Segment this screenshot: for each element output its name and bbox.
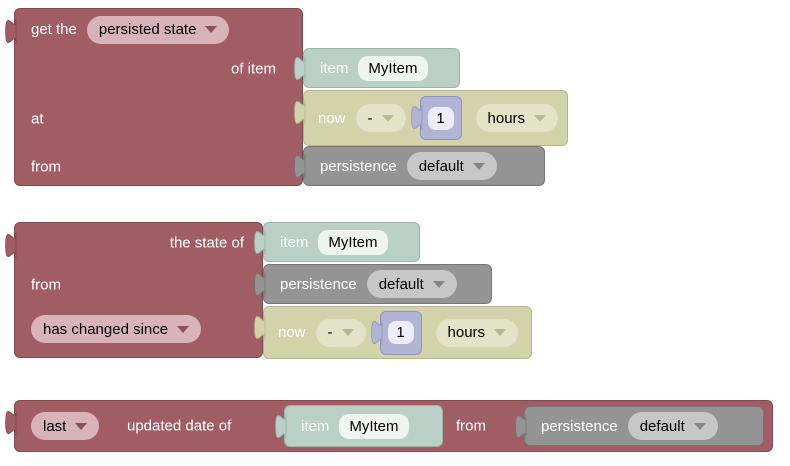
puzzle-tab-icon [294,99,306,126]
chevron-down-icon [177,325,190,333]
persisted-state-dropdown[interactable]: persisted state [86,15,230,44]
chevron-down-icon [75,422,88,430]
get-persisted-state-block[interactable]: get the persisted state of item at from [5,8,303,186]
from-label: from [456,417,486,435]
chevron-down-icon [381,114,394,122]
get-the-label: get the [31,21,77,38]
item-block[interactable]: item MyItem [294,48,460,88]
item-name-field[interactable]: MyItem [358,55,428,81]
persistence-service-dropdown[interactable]: default [366,270,457,298]
item-label: item [301,417,330,435]
output-tab-icon [5,232,17,259]
item-label: item [320,59,349,77]
persistence-service-dropdown[interactable]: default [627,412,718,440]
chevron-down-icon [534,114,547,122]
persistence-block[interactable]: persistence default [294,146,545,186]
puzzle-tab-icon [275,413,287,440]
state-has-changed-block[interactable]: the state of from has changed since [5,222,263,358]
chevron-down-icon [432,280,445,288]
puzzle-tab-icon [254,314,266,341]
item-block[interactable]: item MyItem [275,405,443,447]
item-name-field[interactable]: MyItem [339,413,409,439]
item-label: item [280,233,309,251]
persistence-label: persistence [320,157,397,175]
first-last-dropdown[interactable]: last [31,412,100,440]
output-tab-icon [5,409,17,436]
condition-dropdown[interactable]: has changed since [31,315,202,343]
puzzle-tab-icon [254,229,266,256]
puzzle-tab-icon [515,413,527,440]
updated-date-of-label: updated date of [127,417,232,435]
last-updated-date-block[interactable]: last updated date of item MyItem from pe… [5,400,773,452]
operator-dropdown[interactable]: - [355,104,406,132]
persistence-block[interactable]: persistence default [515,406,764,446]
number-field[interactable]: 1 [387,321,414,344]
persistence-label: persistence [541,417,618,435]
puzzle-tab-icon [294,55,306,82]
puzzle-tab-icon [410,104,422,131]
chevron-down-icon [472,162,485,170]
of-item-label: of item [230,60,276,78]
from-label: from [31,276,61,294]
datetime-block[interactable]: now - 1 hours [254,306,532,359]
unit-dropdown[interactable]: hours [435,318,519,347]
item-name-field[interactable]: MyItem [318,229,388,255]
item-block[interactable]: item MyItem [254,222,420,262]
chevron-down-icon [494,329,507,336]
number-block[interactable]: 1 [370,310,422,355]
the-state-of-label: the state of [169,234,244,252]
datetime-block[interactable]: now - 1 hours [294,90,568,146]
persistence-block[interactable]: persistence default [254,264,492,304]
now-label: now [278,324,306,341]
number-field[interactable]: 1 [427,106,454,130]
operator-dropdown[interactable]: - [315,318,366,347]
chevron-down-icon [341,329,354,336]
unit-dropdown[interactable]: hours [475,104,559,132]
output-tab-icon [5,18,17,45]
puzzle-tab-icon [370,319,382,345]
persistence-label: persistence [280,275,357,293]
puzzle-tab-icon [294,153,306,180]
at-label: at [31,110,44,128]
now-label: now [318,109,346,127]
puzzle-tab-icon [254,271,266,298]
chevron-down-icon [205,26,218,33]
chevron-down-icon [693,422,706,430]
from-label: from [31,158,61,176]
number-block[interactable]: 1 [410,96,462,140]
persistence-service-dropdown[interactable]: default [406,152,497,180]
